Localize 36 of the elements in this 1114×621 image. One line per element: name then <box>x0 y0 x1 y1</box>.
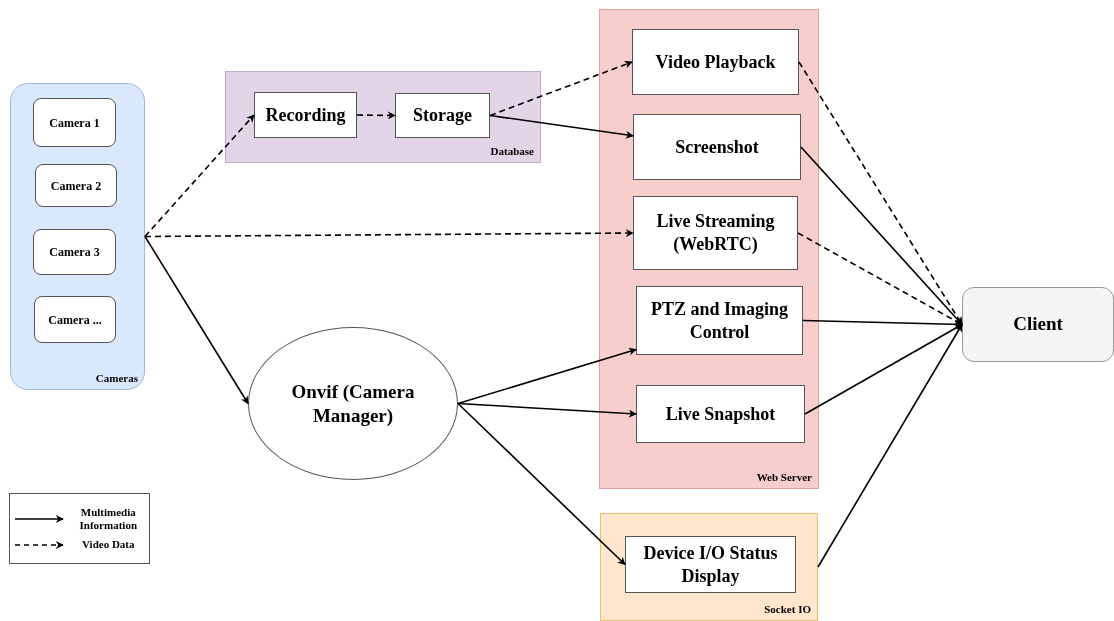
group-container <box>599 9 819 489</box>
process-box: Recording <box>254 92 357 138</box>
legend-text: Multimedia Information <box>78 506 138 532</box>
camera-box: Camera 3 <box>33 229 116 275</box>
legend-text: Video Data <box>81 538 136 551</box>
arrow <box>802 319 963 329</box>
arrow <box>489 114 634 139</box>
ellipse-node: Onvif (Camera Manager) <box>248 327 458 480</box>
arrow <box>457 402 637 418</box>
arrow <box>800 146 963 326</box>
client-box: Client <box>962 287 1114 362</box>
process-box: PTZ and Imaging Control <box>636 286 803 355</box>
arrow <box>457 347 637 405</box>
arrow <box>817 323 963 568</box>
group-label: Web Server <box>756 469 812 485</box>
process-box: Live Snapshot <box>636 385 805 443</box>
group-container <box>600 513 818 621</box>
camera-box: Camera 2 <box>35 164 117 207</box>
arrow <box>144 114 255 238</box>
process-box: Video Playback <box>632 29 799 95</box>
group-label: Socket IO <box>764 601 811 617</box>
process-box: Storage <box>395 93 490 138</box>
process-box: Live Streaming (WebRTC) <box>633 196 798 270</box>
process-box: Device I/O Status Display <box>625 536 796 593</box>
arrow <box>489 60 633 117</box>
process-box: Screenshot <box>633 114 801 180</box>
group-container <box>10 83 145 390</box>
camera-box: Camera 1 <box>33 98 116 147</box>
arrow <box>356 111 396 120</box>
arrow <box>457 402 626 566</box>
camera-box: Camera ... <box>34 296 116 343</box>
arrow <box>144 229 634 238</box>
group-container <box>225 71 541 163</box>
group-label: Cameras <box>95 370 138 386</box>
group-label: Database <box>490 143 534 159</box>
arrow <box>144 235 249 405</box>
